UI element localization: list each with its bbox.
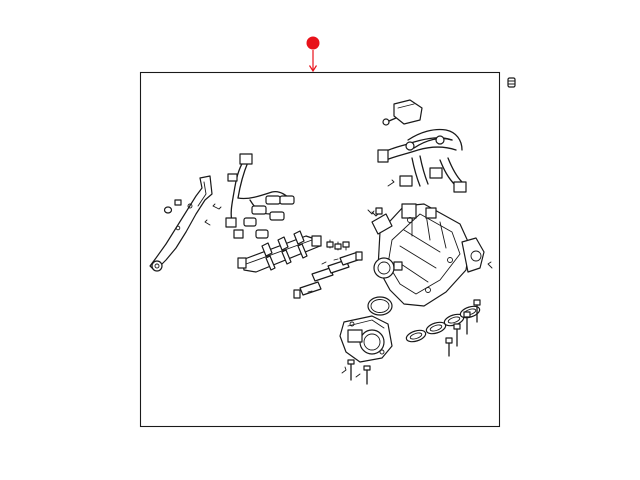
fuel-rail bbox=[237, 230, 322, 273]
manifold-bolts bbox=[445, 299, 481, 357]
throttle-body bbox=[339, 315, 393, 363]
bolt-icon bbox=[507, 77, 516, 88]
diagram-frame bbox=[139, 71, 501, 428]
intake-gaskets bbox=[405, 305, 481, 343]
location-pin-icon[interactable] bbox=[306, 36, 320, 50]
coolant-hose-assembly bbox=[377, 128, 467, 193]
support-bracket bbox=[149, 175, 213, 272]
throttle-bolts bbox=[341, 359, 371, 385]
wiring-harness bbox=[225, 153, 293, 239]
sensor-module bbox=[382, 99, 423, 126]
hotspot-marker[interactable] bbox=[306, 36, 320, 73]
down-arrow-icon bbox=[308, 50, 318, 73]
intake-manifold bbox=[367, 203, 493, 307]
injector-connectors bbox=[243, 195, 295, 239]
throttle-o-ring bbox=[367, 296, 393, 316]
bracket-fasteners bbox=[163, 199, 222, 226]
manifold-clips bbox=[371, 207, 403, 271]
fuel-injectors bbox=[293, 239, 363, 299]
